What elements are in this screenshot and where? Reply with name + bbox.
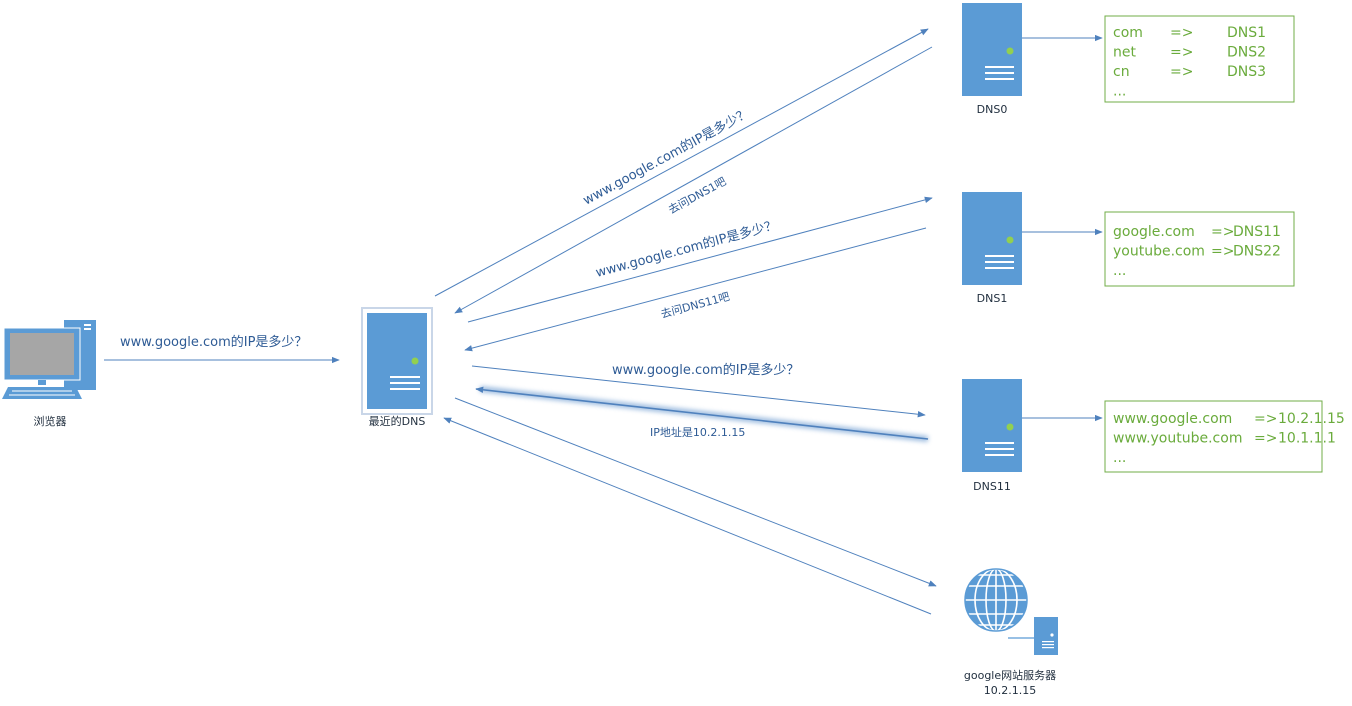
table-cell-value: DNS2 bbox=[1227, 45, 1266, 61]
dns0-label: DNS0 bbox=[977, 103, 1008, 116]
label-browser-query: www.google.com的IP是多少？ bbox=[120, 334, 307, 350]
selection-outline bbox=[361, 307, 433, 415]
dns11-label: DNS11 bbox=[973, 480, 1011, 493]
table-cell-key: ... bbox=[1113, 450, 1126, 466]
browser-label: 浏览器 bbox=[34, 414, 67, 428]
table-cell-key: youtube.com bbox=[1113, 244, 1205, 260]
dns11-node: DNS11 bbox=[962, 379, 1022, 493]
table-cell-value: DNS22 bbox=[1233, 244, 1281, 260]
google-server-node: google网站服务器 10.2.1.15 bbox=[964, 568, 1058, 697]
table-cell-arrow: => bbox=[1170, 45, 1193, 61]
edge-query-dns11 bbox=[471, 365, 926, 418]
table-cell-value: 10.2.1.15 bbox=[1278, 411, 1345, 427]
table-cell-arrow: => bbox=[1211, 224, 1234, 240]
dns11-table: www.google.com =>10.2.1.15 www.youtube.com… bbox=[1104, 400, 1345, 473]
table-cell-value: 10.1.1.1 bbox=[1278, 431, 1336, 447]
table-cell-arrow: => bbox=[1254, 411, 1277, 427]
browser-node: 浏览器 bbox=[2, 320, 96, 428]
edge-reply-dns0 bbox=[454, 46, 933, 314]
table-cell-value: DNS3 bbox=[1227, 64, 1266, 80]
google-server-ip: 10.2.1.15 bbox=[984, 684, 1036, 697]
edge-query-dns0 bbox=[434, 28, 929, 297]
label-reply-dns11: IP地址是10.2.1.15 bbox=[650, 425, 745, 439]
table-cell-value: DNS1 bbox=[1227, 25, 1266, 41]
edge-reply-dns1 bbox=[464, 227, 927, 352]
table-cell-arrow: => bbox=[1170, 25, 1193, 41]
edges bbox=[104, 28, 1103, 615]
edge-reply-dns11 bbox=[475, 386, 929, 442]
table-cell-arrow: => bbox=[1254, 431, 1277, 447]
dns0-table: com => DNS1 net => DNS2 cn => DNS3... bbox=[1104, 15, 1295, 103]
table-cell-key: google.com bbox=[1113, 224, 1195, 240]
server-icon bbox=[367, 313, 427, 409]
dns1-label: DNS1 bbox=[977, 292, 1008, 305]
edge-query-dns1 bbox=[467, 196, 933, 323]
server-icon bbox=[962, 3, 1022, 96]
table-cell-key: com bbox=[1113, 25, 1143, 41]
dns0-node: DNS0 bbox=[962, 3, 1022, 116]
table-cell-key: www.google.com bbox=[1113, 411, 1232, 427]
google-server-label: google网站服务器 bbox=[964, 668, 1056, 682]
table-cell-key: ... bbox=[1113, 263, 1126, 279]
table-cell-arrow: => bbox=[1211, 244, 1234, 260]
table-cell-key: www.youtube.com bbox=[1113, 431, 1242, 447]
computer-icon bbox=[2, 320, 96, 399]
label-query-dns11: www.google.com的IP是多少？ bbox=[612, 362, 799, 378]
table-cell-arrow: => bbox=[1170, 64, 1193, 80]
label-query-dns1: www.google.com的IP是多少？ bbox=[594, 217, 779, 281]
table-cell-key: cn bbox=[1113, 64, 1130, 80]
server-icon bbox=[962, 192, 1022, 285]
globe-icon bbox=[964, 568, 1028, 632]
edge-from-google-server bbox=[443, 417, 932, 615]
dns1-node: DNS1 bbox=[962, 192, 1022, 305]
label-reply-dns0: 去问DNS1吧 bbox=[666, 175, 728, 217]
server-icon bbox=[962, 379, 1022, 472]
table-cell-key: net bbox=[1113, 45, 1136, 61]
label-reply-dns1: 去问DNS11吧 bbox=[659, 290, 731, 321]
edge-to-google-server bbox=[454, 397, 937, 587]
local-dns-node: 最近的DNS bbox=[361, 307, 433, 428]
server-icon bbox=[1034, 617, 1058, 655]
dns1-table: google.com=>DNS11youtube.com=>DNS22... bbox=[1104, 211, 1295, 287]
label-query-dns0: www.google.com的IP是多少？ bbox=[580, 105, 752, 208]
local-dns-label: 最近的DNS bbox=[369, 414, 426, 428]
table-cell-value: DNS11 bbox=[1233, 224, 1281, 240]
table-cell-key: ... bbox=[1113, 84, 1126, 100]
